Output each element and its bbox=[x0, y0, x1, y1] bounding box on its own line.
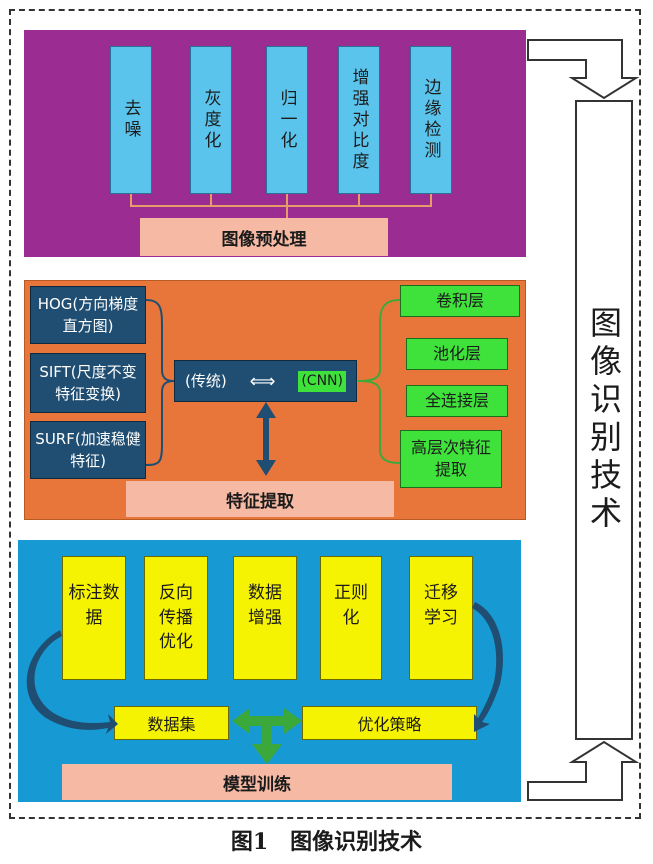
double-arrow-icon: ⟺ bbox=[249, 370, 276, 392]
method-surf: SURF(加速稳健特征) bbox=[30, 421, 146, 479]
layer-convolution: 卷积层 bbox=[400, 285, 520, 317]
train-step-backprop: 反向传播优化 bbox=[144, 556, 208, 680]
train-step-augmentation: 数据增强 bbox=[233, 556, 297, 680]
train-step-transfer: 迁移学习 bbox=[409, 556, 473, 680]
training-label: 模型训练 bbox=[62, 764, 452, 800]
image-recognition-title: 图像识别技术 bbox=[585, 306, 623, 534]
preprocessing-label: 图像预处理 bbox=[140, 218, 388, 256]
step-contrast: 增强对比度 bbox=[338, 46, 380, 194]
dataset-bar: 数据集 bbox=[114, 706, 229, 740]
layer-pooling: 池化层 bbox=[406, 338, 508, 370]
train-step-annotate: 标注数据 bbox=[62, 556, 126, 680]
outer-dashed-frame bbox=[9, 9, 641, 819]
traditional-label: (传统) bbox=[185, 371, 227, 390]
layer-fully-connected: 全连接层 bbox=[406, 385, 508, 417]
strategy-bar: 优化策略 bbox=[302, 706, 477, 740]
step-normalize: 归一化 bbox=[266, 46, 308, 194]
train-step-regularization: 正则化 bbox=[320, 556, 382, 680]
traditional-vs-cnn-box: (传统) ⟺ (CNN) bbox=[174, 360, 357, 402]
image-recognition-column: 图像识别技术 bbox=[575, 100, 633, 740]
layer-high-level-features: 高层次特征提取 bbox=[400, 430, 502, 488]
figure-caption: 图1 图像识别技术 bbox=[230, 829, 423, 855]
method-hog: HOG(方向梯度直方图) bbox=[30, 286, 146, 344]
step-denoise: 去噪 bbox=[110, 46, 152, 194]
step-grayscale: 灰度化 bbox=[190, 46, 232, 194]
cnn-label: (CNN) bbox=[298, 370, 346, 392]
step-edge-detection: 边缘检测 bbox=[410, 46, 452, 194]
method-sift: SIFT(尺度不变特征变换) bbox=[30, 353, 146, 413]
feature-extraction-label: 特征提取 bbox=[126, 481, 394, 517]
